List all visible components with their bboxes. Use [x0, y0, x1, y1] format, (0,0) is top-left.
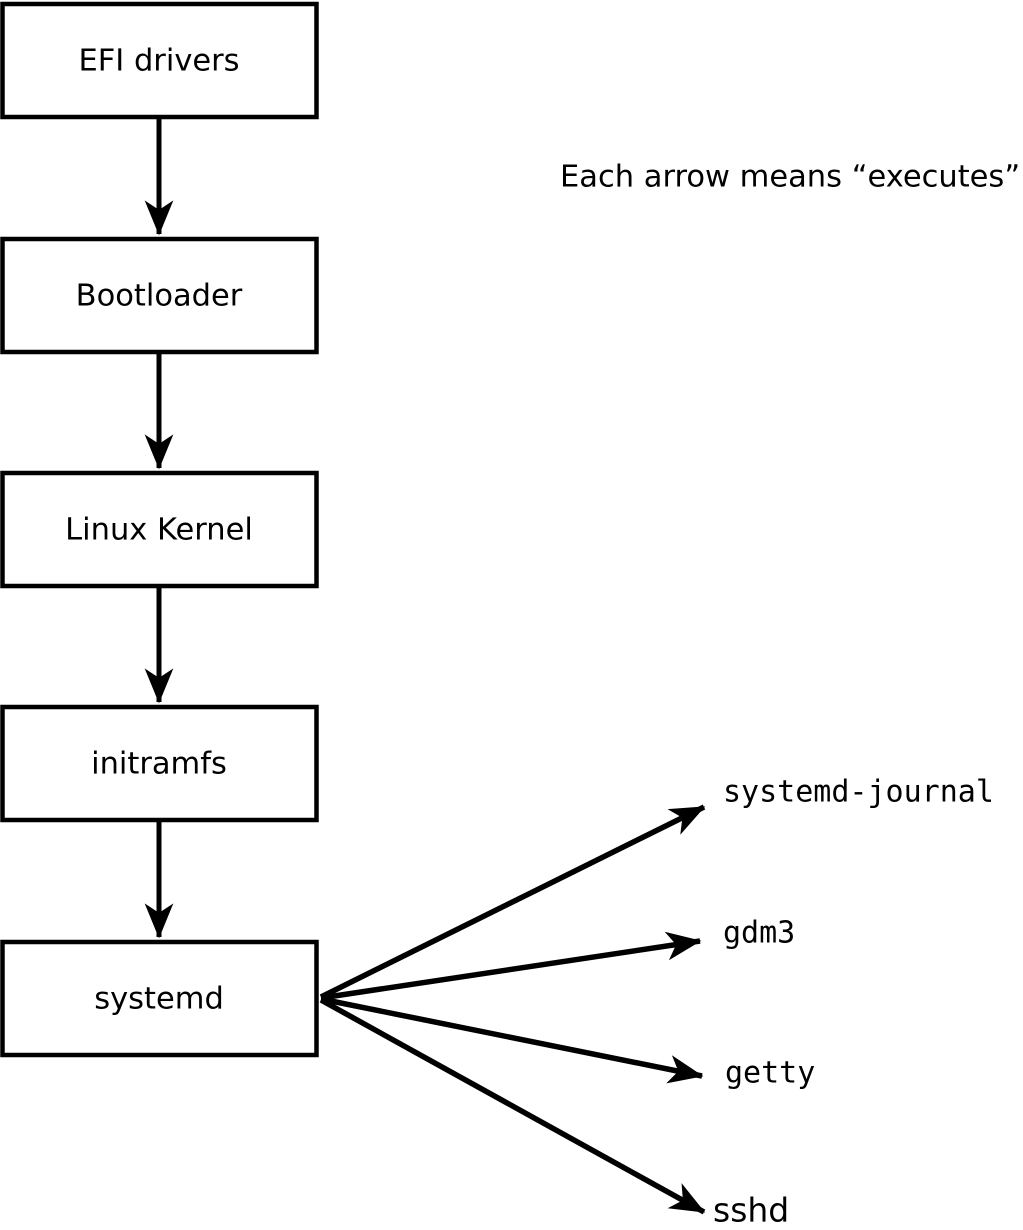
node-box [0, 704, 319, 823]
arrow-systemd-to-journal [319, 804, 706, 1000]
node-label: initramfs [91, 747, 227, 782]
annotation-text: Each arrow means “executes”. [560, 160, 1023, 195]
label-systemd-journal: systemd-journal [723, 775, 994, 810]
node-label: Bootloader [76, 279, 243, 314]
node-label: systemd [94, 982, 224, 1017]
node-initramfs: initramfs [0, 704, 319, 823]
node-efi-drivers: EFI drivers [0, 1, 319, 120]
arrow-systemd-to-sshd [319, 997, 706, 1215]
arrow-systemd-to-gdm3 [320, 931, 702, 1001]
node-systemd: systemd [0, 939, 319, 1058]
node-bootloader: Bootloader [0, 236, 319, 355]
label-getty: getty [725, 1056, 815, 1091]
node-box [0, 470, 319, 589]
node-box [0, 1, 319, 120]
label-sshd: sshd [713, 1191, 789, 1230]
node-box [0, 236, 319, 355]
node-label: Linux Kernel [65, 513, 253, 548]
node-linux-kernel: Linux Kernel [0, 470, 319, 589]
node-box [0, 939, 319, 1058]
label-gdm3: gdm3 [723, 916, 795, 951]
arrow-systemd-to-getty [320, 996, 704, 1084]
node-label: EFI drivers [78, 44, 239, 79]
